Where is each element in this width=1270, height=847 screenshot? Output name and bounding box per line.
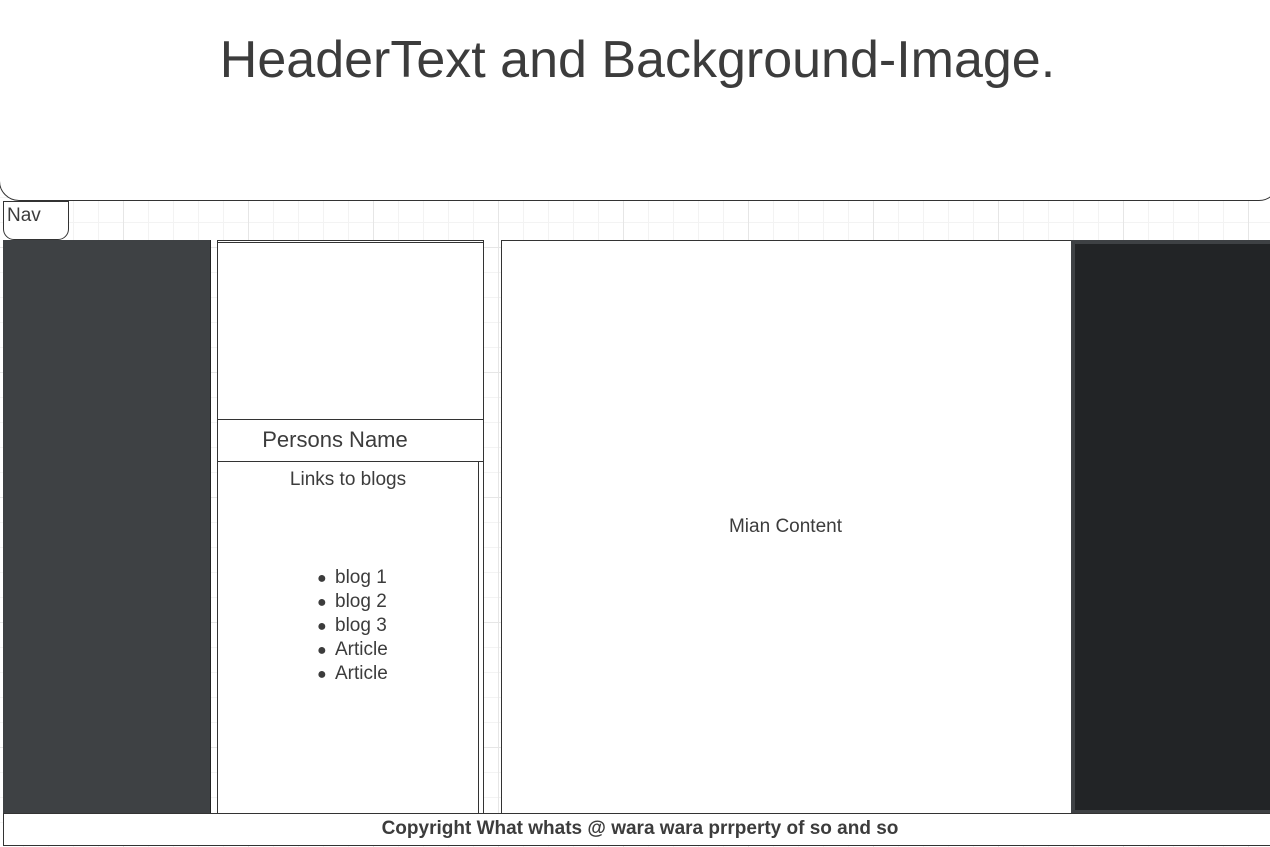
blog-link-item[interactable]: ● blog 3 [317,614,388,638]
bullet-icon: ● [317,666,327,683]
nav-label[interactable]: Nav [7,205,41,226]
blog-link-label[interactable]: blog 2 [335,591,387,612]
bullet-icon: ● [317,594,327,611]
left-sidebar-panel [3,240,211,814]
header-banner [0,0,1270,201]
profile-photo-placeholder [217,242,484,420]
header-text: HeaderText and Background-Image. [219,31,1056,89]
bullet-icon: ● [317,642,327,659]
blog-link-item[interactable]: ● blog 2 [317,590,388,614]
main-content-label: Mian Content [728,516,842,537]
blog-link-label[interactable]: blog 1 [335,567,387,588]
blog-links-title: Links to blogs [289,469,407,490]
right-sidebar-panel [1071,240,1270,814]
person-name: Persons Name [262,427,408,452]
footer-bar [3,813,1270,846]
article-link-label[interactable]: Article [335,663,388,684]
article-link-item[interactable]: ● Article [317,638,388,662]
article-link-item[interactable]: ● Article [317,662,388,686]
bullet-icon: ● [317,618,327,635]
person-name-box [217,419,484,462]
bullet-icon: ● [317,570,327,587]
footer-copyright: Copyright What whats @ wara wara prrpert… [381,818,899,839]
nav-tab[interactable] [3,201,69,240]
article-link-label[interactable]: Article [335,639,388,660]
blog-links-list: ● blog 1 ● blog 2 ● blog 3 ● Article ● Articl… [317,566,388,686]
blog-link-label[interactable]: blog 3 [335,615,387,636]
blog-link-item[interactable]: ● blog 1 [317,566,388,590]
blog-links-box [217,461,479,815]
